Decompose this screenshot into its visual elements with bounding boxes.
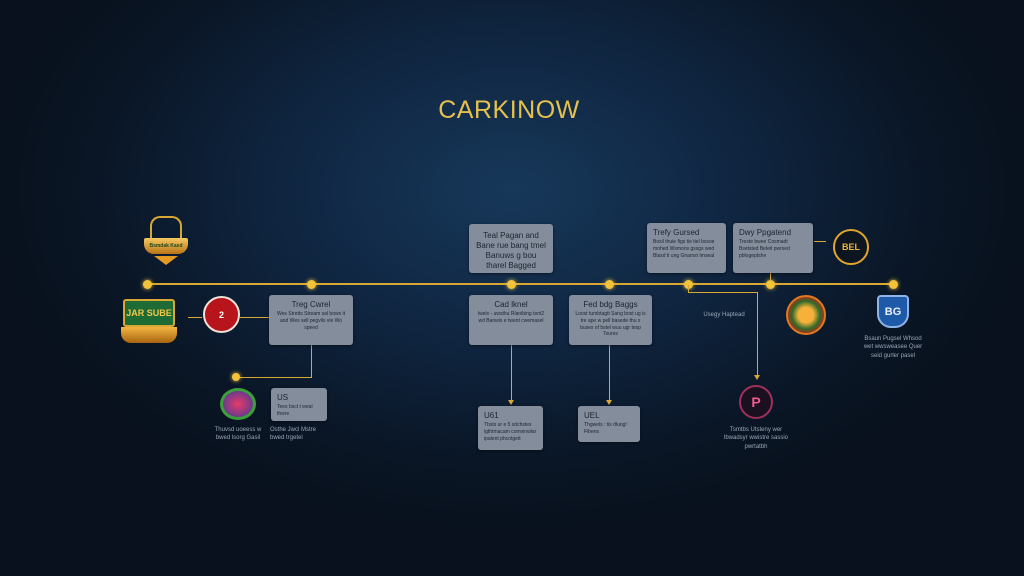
card-title: Teal Pagan and Bane rue bang tmel Banuws… (476, 231, 546, 270)
card-title: Cad lknel (494, 300, 528, 309)
card-title: US (277, 393, 289, 402)
card-text: Bosil thuie figs tie tiel bssoe mohed Ws… (653, 239, 715, 259)
arrow-icon (606, 400, 612, 405)
card-text: Wes Stretts Stream sal bows it and Wes s… (277, 311, 345, 331)
pink-p-icon[interactable]: P (739, 385, 773, 419)
milestone-card[interactable]: Teal Pagan and Bane rue bang tmel Banuws… (469, 224, 553, 273)
banner-icon: JAR SUBE (123, 299, 175, 327)
card-title: UEL (584, 411, 600, 420)
orange-medal-icon[interactable] (786, 295, 826, 335)
caption: Bsaun Pugsel Whsod wet wwsweasee Quer se… (863, 336, 923, 359)
gold-emblem-icon[interactable]: BEL (833, 229, 869, 265)
card-text: Tbsts ur e 5 sdchstes lgthtmacam comvinw… (484, 422, 537, 442)
card-title: U61 (484, 411, 499, 420)
timeline-line (147, 283, 894, 285)
connector (757, 292, 758, 376)
milestone-card[interactable]: US Tees bsct t weal thwre (271, 388, 327, 421)
green-badge-icon[interactable] (220, 388, 256, 420)
trophy-icon: Bsmdak Kasd (144, 238, 188, 254)
timeline-node[interactable] (507, 280, 516, 289)
milestone-card[interactable]: Treg Cwrel Wes Stretts Stream sal bows i… (269, 295, 353, 345)
connector (311, 345, 312, 378)
banner-ribbon-icon (121, 327, 177, 343)
timeline-node[interactable] (766, 280, 775, 289)
connector (688, 292, 757, 293)
connector (770, 273, 771, 281)
card-text: Treste bwee Cosmadt Bsetsted Beleit pwrs… (739, 239, 790, 259)
connector-node (232, 373, 240, 381)
milestone-card[interactable]: U61 Tbsts ur e 5 sdchstes lgthtmacam com… (478, 406, 543, 450)
caption: Tsmtbs Utsteny wer lbwadsyr wwistre sass… (723, 427, 789, 450)
timeline-node[interactable] (684, 280, 693, 289)
card-title: Fed bdg Baggs (583, 300, 638, 309)
connector (236, 377, 312, 378)
diagram-title: CARKINOW (438, 96, 580, 124)
timeline-node[interactable] (889, 280, 898, 289)
milestone-card[interactable]: Dwy Ppgatend Treste bwee Cosmadt Bsetste… (733, 223, 813, 273)
card-title: Dwy Ppgatend (739, 228, 792, 237)
timeline-node[interactable] (605, 280, 614, 289)
card-text: Thgwels : tis dlung! Fibens (584, 422, 627, 435)
arrow-icon (508, 400, 514, 405)
milestone-card[interactable]: Trefy Gursed Bosil thuie figs tie tiel b… (647, 223, 726, 273)
caption: Osthe Jwcl Mstre bwed trgetel (270, 427, 317, 442)
card-title: Trefy Gursed (653, 228, 700, 237)
milestone-card[interactable]: Fed bdg Baggs Loost tumbtagtt Sang bost … (569, 295, 652, 345)
milestone-card[interactable]: UEL Thgwels : tis dlung! Fibens (578, 406, 640, 442)
milestone-card[interactable]: Cad lknel Iwels - uwsthu Rlanibing tent2… (469, 295, 553, 345)
timeline-node[interactable] (307, 280, 316, 289)
timeline-node[interactable] (143, 280, 152, 289)
trophy-flames-icon (150, 216, 182, 238)
trophy-base-icon (154, 256, 178, 265)
red-badge-icon[interactable]: 2 (203, 296, 240, 333)
card-text: Iwels - uwsthu Rlanibing tent2 wd Banwis… (477, 311, 545, 324)
caption: Thuvsd uoeess w bwed lsorg Gasil (214, 427, 262, 442)
card-text: Tees bsct t weal thwre (277, 404, 313, 417)
connector (240, 317, 269, 318)
card-title: Treg Cwrel (291, 300, 331, 309)
shield-icon[interactable]: BG (877, 295, 909, 328)
connector (609, 345, 610, 401)
arrow-icon (754, 375, 760, 380)
caption: Usegy Haptead (703, 312, 745, 318)
connector (188, 317, 202, 318)
card-text: Loost tumbtagtt Sang bost ug is tre ape … (575, 311, 646, 338)
connector (814, 241, 826, 242)
connector (688, 285, 689, 293)
connector (511, 345, 512, 401)
